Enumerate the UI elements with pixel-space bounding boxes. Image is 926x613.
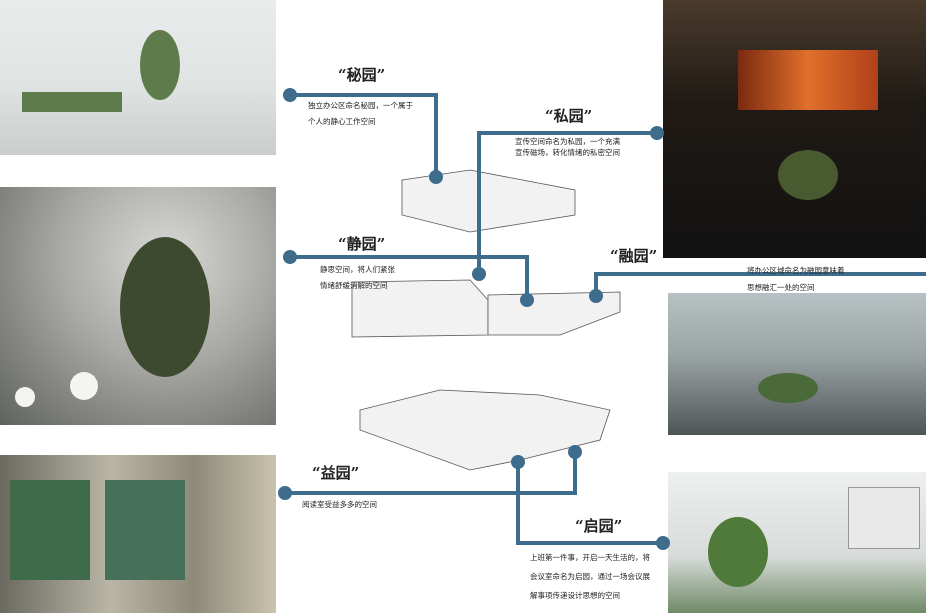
- photo-jing-garden: [0, 187, 276, 425]
- zone-title-rong: “融园”: [610, 247, 658, 265]
- tree: [778, 150, 838, 200]
- zone-title-yi: “益园”: [312, 464, 360, 482]
- desc-line: 情绪舒缓消解的空间: [320, 281, 388, 290]
- photo-si-garden: [663, 0, 926, 258]
- desc-line: 上班第一件事，开启一天生活的，将: [530, 553, 650, 562]
- desc-line: 思想融汇一处的空间: [747, 283, 815, 292]
- tree: [120, 237, 210, 377]
- desc-line: 独立办公区命名秘园，一个属于: [308, 101, 413, 110]
- desc-line: 宣传磁场，转化情绪的私密空间: [515, 148, 620, 157]
- desc-line: 静思空间，将人们紧张: [320, 265, 395, 274]
- zone-title-si: “私园”: [545, 107, 593, 125]
- desc-line: 宣传空间命名为私园，一个充满: [515, 137, 620, 146]
- zone-desc-jing: 静思空间，将人们紧张 情绪舒缓消解的空间: [320, 262, 395, 294]
- building-axonometric: [351, 169, 621, 471]
- green-booth: [10, 480, 90, 580]
- desc-line: 会议室命名为启园，通过一场会议展: [530, 572, 650, 581]
- desc-line: 阅读室受益多多的空间: [302, 500, 377, 509]
- green-chairs: [22, 92, 122, 112]
- zone-desc-qi: 上班第一件事，开启一天生活的，将 会议室命名为启园，通过一场会议展 解事项传递设…: [530, 548, 650, 605]
- green-booth: [105, 480, 185, 580]
- planter: [758, 373, 818, 403]
- desc-line: 解事项传递设计思想的空间: [530, 591, 620, 600]
- display-board: [848, 487, 920, 549]
- desc-line: 个人的静心工作空间: [308, 117, 376, 126]
- light-ball: [70, 372, 98, 400]
- zone-desc-rong: 将办公区域命名为融园意味着 思想融汇一处的空间: [747, 262, 845, 296]
- zone-title-jing: “静园”: [338, 235, 386, 253]
- zone-desc-si: 宣传空间命名为私园，一个充满 宣传磁场，转化情绪的私密空间: [515, 136, 620, 158]
- zone-desc-mi: 独立办公区命名秘园，一个属于 个人的静心工作空间: [308, 98, 413, 130]
- plant: [140, 30, 180, 100]
- zone-desc-yi: 阅读室受益多多的空间: [302, 497, 377, 513]
- desc-line: 将办公区域命名为融园意味着: [747, 266, 845, 275]
- photo-qi-garden: [668, 472, 926, 613]
- photo-mi-garden: [0, 0, 276, 155]
- zone-title-qi: “启园”: [575, 517, 623, 535]
- light-ball: [15, 387, 35, 407]
- photo-yi-garden: [0, 455, 276, 613]
- plant: [708, 517, 768, 587]
- led-wall: [738, 50, 878, 110]
- photo-rong-garden: [668, 293, 926, 435]
- zone-title-mi: “秘园”: [338, 66, 386, 84]
